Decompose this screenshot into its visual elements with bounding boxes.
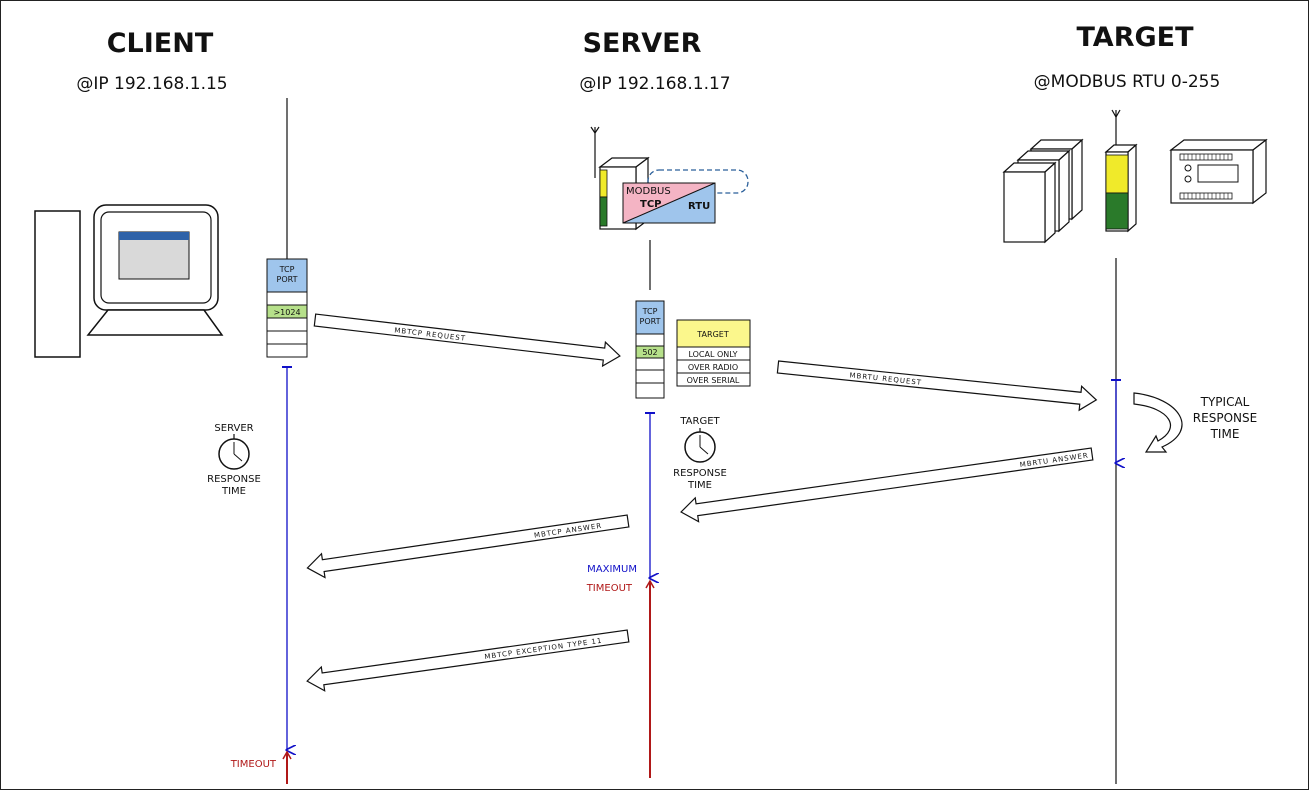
- timeout-label: TIMEOUT: [586, 583, 633, 594]
- target-modules-icon: [1002, 138, 1084, 244]
- server-timer-line1: RESPONSE: [207, 474, 261, 485]
- mbtcp-request-arrow: MBTCP REQUEST: [313, 313, 621, 368]
- mbtcp-answer-arrow: MBTCP ANSWER: [306, 514, 630, 579]
- target-table-row: OVER RADIO: [688, 363, 738, 372]
- gateway-rtu: RTU: [688, 201, 710, 212]
- target-address: @MODBUS RTU 0-255: [1033, 72, 1221, 92]
- client-port-header-2: PORT: [277, 275, 298, 284]
- controller-device-icon: [1169, 138, 1268, 205]
- target-timer-top: TARGET: [679, 416, 720, 427]
- client-port-header-1: TCP: [279, 265, 295, 274]
- server-port-value: 502: [642, 348, 657, 357]
- client-port-value: >1024: [273, 308, 300, 317]
- server-address: @IP 192.168.1.17: [579, 74, 731, 94]
- client-port-table: TCP PORT >1024: [266, 258, 308, 358]
- target-table-row: OVER SERIAL: [687, 376, 740, 385]
- target-table-row: LOCAL ONLY: [688, 350, 737, 359]
- server-timer-line2: TIME: [221, 486, 246, 497]
- server-title: SERVER: [582, 28, 702, 59]
- client-title: CLIENT: [106, 28, 214, 59]
- mbrtu-request-arrow: MBRTU REQUEST: [776, 360, 1098, 412]
- target-table-header: TARGET: [696, 330, 729, 339]
- server-port-header-1: TCP: [642, 307, 658, 316]
- curved-arrow-icon: [1133, 392, 1183, 453]
- gateway-device-icon: MODBUS TCP RTU: [590, 126, 749, 231]
- typical-line3: TIME: [1210, 427, 1240, 441]
- gateway-modbus: MODBUS: [626, 186, 671, 197]
- server-port-table: TCP PORT 502: [635, 300, 665, 399]
- target-timer-line2: TIME: [687, 480, 712, 491]
- mbrtu-answer-arrow: MBRTU ANSWER: [680, 447, 1094, 523]
- maximum-label: MAXIMUM: [587, 564, 637, 575]
- stopwatch-icon: TARGET RESPONSE TIME: [673, 416, 727, 491]
- gateway-tcp: TCP: [640, 199, 662, 210]
- radio-module-icon: [1104, 109, 1138, 233]
- client-address: @IP 192.168.1.15: [76, 74, 228, 94]
- target-routing-table: TARGET LOCAL ONLY OVER RADIO OVER SERIAL: [676, 319, 751, 387]
- target-timer-line1: RESPONSE: [673, 468, 727, 479]
- target-title: TARGET: [1076, 22, 1194, 53]
- stopwatch-icon: SERVER RESPONSE TIME: [207, 423, 261, 497]
- mbtcp-exception-arrow: MBTCP EXCEPTION TYPE 11: [306, 629, 630, 692]
- server-timer-top: SERVER: [214, 423, 253, 434]
- client-timeout-label: TIMEOUT: [230, 759, 277, 770]
- computer-icon: [34, 204, 224, 358]
- server-port-header-2: PORT: [640, 317, 661, 326]
- typical-line1: TYPICAL: [1200, 395, 1250, 409]
- typical-line2: RESPONSE: [1193, 411, 1257, 425]
